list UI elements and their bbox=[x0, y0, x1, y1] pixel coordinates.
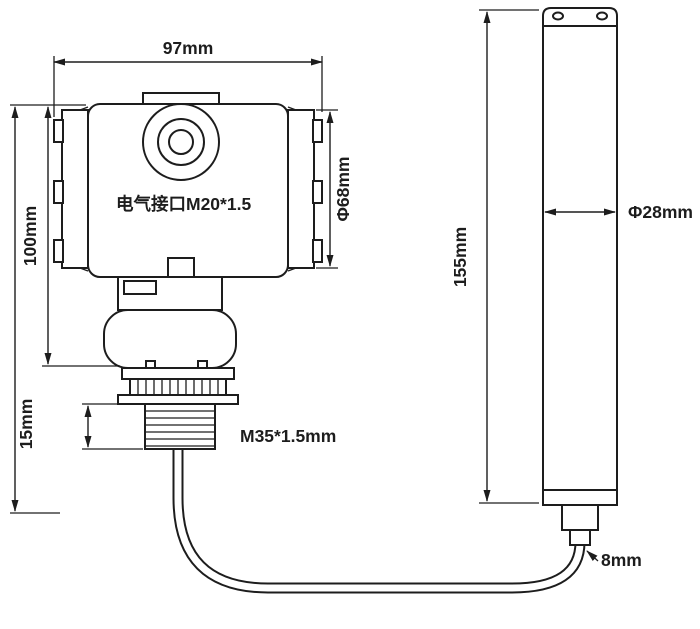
label-housing-height: 100mm bbox=[20, 206, 40, 266]
label-probe-length: 155mm bbox=[450, 227, 470, 287]
dimension-housing-height: 100mm bbox=[10, 104, 120, 367]
probe-top-hole-right bbox=[596, 11, 608, 21]
process-barrel bbox=[103, 309, 237, 369]
right-end-cap bbox=[287, 106, 323, 272]
dimension-probe-length: 155mm bbox=[450, 9, 539, 504]
flange-stack bbox=[117, 360, 239, 405]
probe-top-hole-left bbox=[552, 11, 564, 21]
dimension-housing-width: 97mm bbox=[53, 38, 323, 117]
label-probe-diameter: Φ28mm bbox=[628, 202, 693, 222]
dimension-cap-diameter: Φ68mm bbox=[316, 109, 353, 269]
electrical-entry-gland bbox=[142, 103, 220, 181]
housing-neck bbox=[117, 257, 223, 311]
probe-body bbox=[542, 7, 618, 546]
label-thread-spec: M35*1.5mm bbox=[240, 426, 336, 446]
left-end-cap bbox=[53, 106, 89, 272]
dimension-cable-diameter: 8mm bbox=[586, 550, 642, 570]
label-housing-width: 97mm bbox=[163, 38, 214, 58]
dimension-overall-height bbox=[10, 106, 60, 514]
label-electrical-port: 电气接口M20*1.5 bbox=[116, 194, 251, 214]
transmitter-housing bbox=[53, 92, 323, 450]
label-cap-diameter: Φ68mm bbox=[333, 157, 353, 222]
probe-nose bbox=[561, 504, 599, 531]
label-cable-diameter: 8mm bbox=[601, 550, 642, 570]
label-thread-length: 15mm bbox=[16, 399, 36, 450]
probe-cable-gland bbox=[569, 529, 591, 546]
dimension-thread-length: 15mm bbox=[16, 399, 143, 450]
threaded-connection bbox=[144, 403, 216, 450]
cable bbox=[172, 448, 586, 594]
dimension-probe-diameter: Φ28mm bbox=[544, 202, 693, 222]
